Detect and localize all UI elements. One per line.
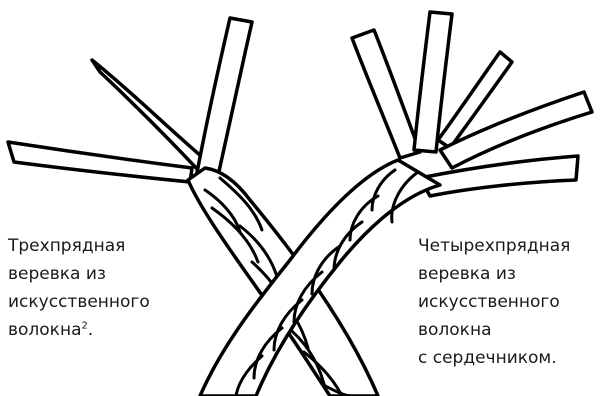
caption-line: волокна [418, 316, 570, 344]
three-strand-rope-caption: Трехпрядная веревка из искусственного во… [8, 232, 150, 344]
caption-line: искусственного [8, 288, 150, 316]
four-strand-rope-caption: Четырехпрядная веревка из искусственного… [418, 232, 570, 372]
caption-line: с сердечником. [418, 344, 570, 372]
right-rope-strand-5 [420, 156, 578, 196]
left-rope-strand-middle [92, 60, 208, 170]
left-rope-strand-left [8, 142, 192, 182]
left-rope-strand-right [196, 18, 252, 178]
right-rope-strand-1 [352, 30, 420, 158]
caption-line: искусственного [418, 288, 570, 316]
caption-line: волокна2. [8, 316, 150, 344]
caption-period: . [88, 320, 93, 340]
caption-word: волокна [8, 320, 82, 340]
caption-line: веревка из [8, 260, 150, 288]
caption-line: Четырехпрядная [418, 232, 570, 260]
caption-line: веревка из [418, 260, 570, 288]
caption-line: Трехпрядная [8, 232, 150, 260]
